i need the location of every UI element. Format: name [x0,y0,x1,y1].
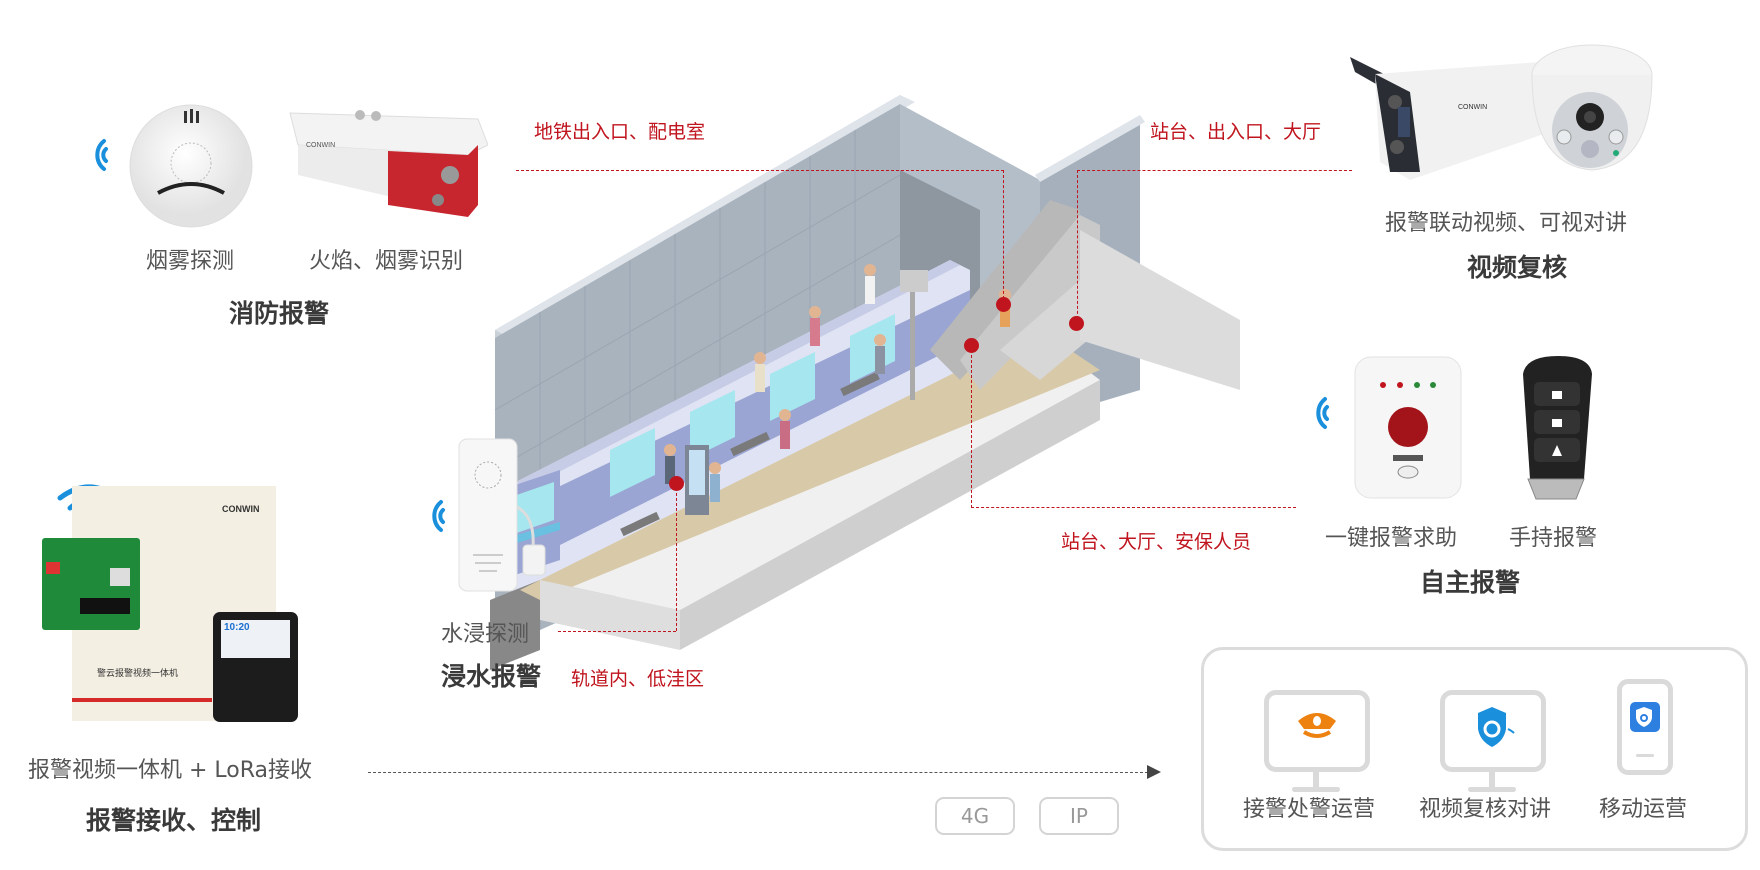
location-label-top-left: 地铁出入口、配电室 [534,121,706,143]
wireless-signal-icon [95,139,108,171]
svg-text:CONWIN: CONWIN [1458,104,1487,111]
key-fob-icon [1523,356,1592,500]
video-verify-title: 视频复核 [1467,253,1568,282]
receiver-label: 报警视频一体机 + LoRa接收 [28,758,313,783]
connector-bottom [558,631,676,632]
water-leak-label: 水浸探测 [441,622,530,647]
smoke-detector-icon [129,104,253,228]
video-verify-subtitle: 报警联动视频、可视对讲 [1385,211,1628,236]
lora-board [42,538,140,630]
data-flow-arrow [368,772,1148,773]
unit-title: 警云报警视频一体机 [97,669,179,679]
receiver-title: 报警接收、控制 [86,806,262,835]
connector-top-right [1077,170,1352,171]
connector-bottom-drop [676,483,677,631]
connector-mid-right [971,507,1296,508]
fire-alarm-title: 消防报警 [229,299,330,328]
connector-top-left [516,170,1004,171]
panic-button-icon [1354,356,1462,499]
connector-mid-right-drop [971,345,972,508]
bullet-camera-icon: CONWIN [1350,57,1550,180]
connector-top-right-drop [1077,170,1078,324]
flame-smoke-camera-icon: CONWIN [289,110,488,217]
key-fob-label: 手持报警 [1509,526,1598,551]
flood-alarm-title: 浸水报警 [441,662,542,691]
unit-stripe [72,698,212,702]
wireless-signal-icon [432,500,445,532]
sensor-point-top-right [1069,316,1084,331]
location-label-top-right: 站台、出入口、大厅 [1150,121,1322,143]
flame-smoke-label: 火焰、烟雾识别 [309,249,464,274]
monitor-dispatch[interactable] [1264,690,1370,772]
platform-label-mobile-ops: 移动运营 [1599,797,1688,822]
keypad-time: 10:20 [224,622,250,633]
platform-panel [1201,647,1748,851]
sensor-point-top-left [996,297,1011,312]
water-leak-sensor-icon [458,438,546,592]
mobile-app-icon [1630,702,1660,732]
platform-label-video-intercom: 视频复核对讲 [1419,797,1552,822]
panic-button-label: 一键报警求助 [1325,526,1458,551]
connector-top-left-drop [1003,170,1004,304]
wireless-signal-icon [1316,397,1329,429]
monitor-video-intercom[interactable] [1440,690,1546,772]
unit-brand: CONWIN [222,504,260,514]
svg-text:CONWIN: CONWIN [306,142,335,149]
shield-cloud-icon [1478,707,1515,747]
keypad-panel: 10:20 [213,612,298,722]
arrow-head-icon [1147,765,1161,779]
phone-mobile-ops[interactable] [1617,679,1673,775]
self-alarm-title: 自主报警 [1420,568,1521,597]
location-label-bottom: 轨道内、低洼区 [571,668,705,690]
dome-camera-icon [1531,44,1653,171]
police-cap-icon [1298,713,1336,738]
network-badge-ip: IP [1039,797,1119,835]
location-label-mid-right: 站台、大厅、安保人员 [1061,531,1252,553]
smoke-detector-label: 烟雾探测 [146,249,235,274]
platform-label-dispatch: 接警处警运营 [1243,797,1376,822]
subway-station-illustration [490,95,1240,670]
network-badge-4g: 4G [935,797,1015,835]
